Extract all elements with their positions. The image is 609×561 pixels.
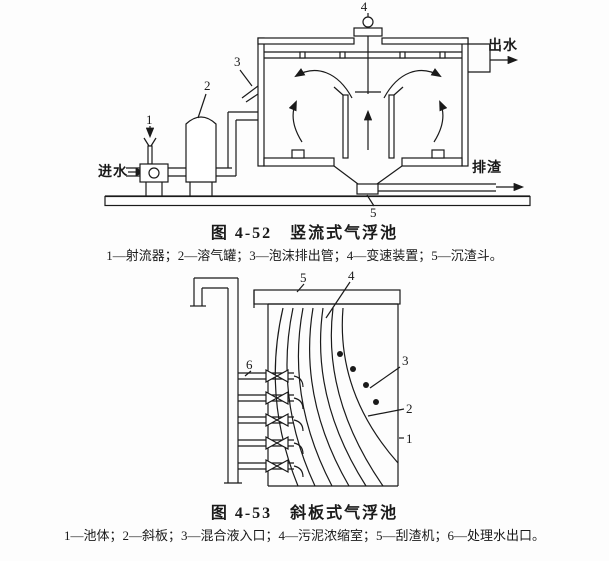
part-label-2: 2 bbox=[204, 78, 211, 93]
outlet-stub bbox=[238, 412, 304, 432]
inclined-plates bbox=[274, 307, 399, 487]
flow-arrows bbox=[288, 68, 448, 143]
outlet-stub bbox=[238, 368, 304, 388]
variable-speed-drive bbox=[353, 27, 383, 37]
part-label-4: 4 bbox=[361, 0, 368, 14]
part-label-6: 6 bbox=[246, 357, 253, 372]
part-label-2: 2 bbox=[406, 401, 413, 416]
part-label-3: 3 bbox=[402, 353, 409, 368]
sludge-discharge: 排渣 bbox=[378, 159, 525, 192]
water-outlet: 出水 bbox=[468, 37, 519, 73]
outlet-label: 出水 bbox=[488, 37, 518, 54]
figure-453-diagram: 5 4 3 2 1 6 bbox=[190, 268, 413, 487]
part-label-1: 1 bbox=[406, 431, 413, 446]
part-labels-453: 5 4 3 2 1 6 bbox=[244, 268, 413, 446]
part-label-5: 5 bbox=[370, 205, 377, 220]
part-label-3: 3 bbox=[234, 54, 241, 69]
jet-device bbox=[139, 126, 169, 196]
feed-assembly: 进水 bbox=[98, 85, 259, 196]
ground-line bbox=[104, 195, 531, 207]
foam-discharge-pipe bbox=[241, 85, 259, 103]
figure-453-caption: 图 4-53 斜板式气浮池 bbox=[210, 505, 399, 522]
inlet-bubbles bbox=[337, 351, 379, 405]
figure-452-caption: 图 4-52 竖流式气浮池 bbox=[210, 225, 399, 242]
sediment-hopper bbox=[356, 183, 379, 195]
part-labels-452: 1 2 3 4 5 bbox=[146, 0, 377, 220]
figure-453-legend: 1—池体；2—斜板；3—混合液入口；4—污泥浓缩室；5—刮渣机；6—处理水出口。 bbox=[63, 528, 545, 543]
flotation-tank-body bbox=[257, 37, 469, 195]
inlet-label: 进水 bbox=[98, 163, 128, 180]
outlet-stub bbox=[238, 390, 304, 410]
outlet-stub bbox=[238, 435, 304, 455]
part-label-1: 1 bbox=[146, 112, 153, 127]
figure-452-legend: 1—射流器；2—溶气罐；3—泡沫排出管；4—变速装置；5—沉渣斗。 bbox=[106, 248, 503, 263]
part-label-4: 4 bbox=[348, 268, 355, 283]
scum-layer bbox=[253, 289, 401, 308]
sludge-label: 排渣 bbox=[472, 159, 502, 176]
figure-452-diagram: 出水 排渣 进水 bbox=[98, 0, 531, 220]
standpipe bbox=[190, 277, 242, 484]
outlet-stub bbox=[238, 458, 304, 478]
part-label-5: 5 bbox=[300, 270, 307, 285]
outlet-stubs bbox=[238, 368, 304, 478]
drive-pulley bbox=[362, 16, 374, 28]
dissolved-gas-tank bbox=[185, 116, 217, 196]
